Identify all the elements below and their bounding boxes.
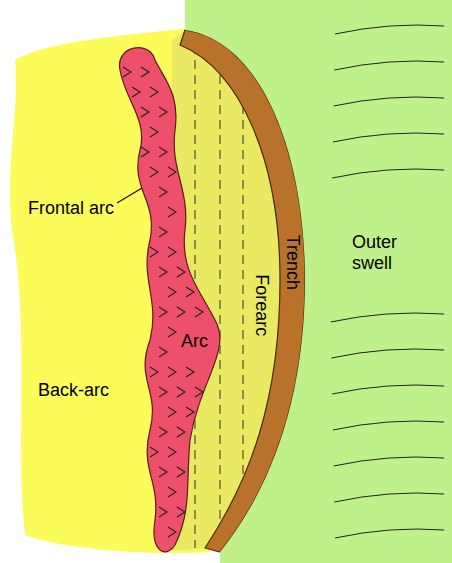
volcano-symbol <box>177 307 185 317</box>
volcano-symbol <box>186 287 194 297</box>
outer-swell-region: Outer swell <box>185 0 452 563</box>
region-label: Forearc <box>252 274 273 336</box>
volcano-symbol <box>186 367 194 377</box>
volcano-symbol <box>159 307 167 317</box>
volcano-symbol <box>132 87 140 97</box>
swell-line <box>332 169 444 178</box>
swell-line <box>333 421 444 430</box>
volcano-symbol <box>168 167 176 177</box>
volcanic-arc: Arc <box>110 35 235 560</box>
swell-line <box>335 25 444 34</box>
volcanic-arc-shape <box>110 35 235 560</box>
volcano-symbol <box>177 507 185 517</box>
region-label: Back-arc <box>38 380 109 401</box>
region-label: Trench <box>283 234 304 289</box>
volcano-symbol <box>168 247 176 257</box>
volcano-symbol <box>168 407 176 417</box>
swell-line <box>334 97 444 106</box>
volcano-symbol <box>168 327 176 337</box>
region-label: Outer swell <box>352 232 414 273</box>
volcano-symbol <box>150 87 158 97</box>
volcano-symbol <box>177 267 185 277</box>
volcano-symbol <box>159 507 167 517</box>
volcano-symbol <box>159 347 167 357</box>
outer-swell-region-outline <box>185 0 452 563</box>
volcano-symbol <box>141 147 149 157</box>
swell-line <box>331 349 444 358</box>
volcano-symbol <box>150 127 158 137</box>
volcano-symbol <box>186 407 194 417</box>
volcano-symbol <box>168 447 176 457</box>
swell-line <box>333 133 444 142</box>
volcano-symbol <box>159 427 167 437</box>
volcano-symbol <box>177 387 185 397</box>
volcano-symbol <box>159 147 167 157</box>
outer-swell-region-shape <box>185 0 452 563</box>
volcano-symbol <box>150 367 158 377</box>
dashed-line <box>243 45 244 548</box>
swell-line <box>335 529 444 538</box>
volcano-symbol <box>159 387 167 397</box>
volcano-symbol <box>150 447 158 457</box>
volcanic-arc-outline <box>120 48 220 552</box>
volcano-symbol <box>141 107 149 117</box>
volcano-symbol <box>159 267 167 277</box>
region-label: Arc <box>181 331 208 352</box>
volcano-symbol <box>168 527 176 537</box>
swell-line <box>332 385 444 394</box>
volcano-symbol <box>168 487 176 497</box>
volcano-symbol <box>159 227 167 237</box>
volcano-symbol <box>168 287 176 297</box>
volcano-symbol <box>195 387 203 397</box>
swell-line <box>331 313 444 322</box>
volcano-symbol <box>159 187 167 197</box>
volcano-symbol <box>168 367 176 377</box>
callout-label: Frontal arc <box>28 198 114 219</box>
volcano-symbol <box>159 107 167 117</box>
volcano-symbol <box>150 247 158 257</box>
volcano-symbol <box>177 467 185 477</box>
volcano-symbol <box>159 467 167 477</box>
dashed-line <box>220 45 221 548</box>
swell-line <box>334 457 444 466</box>
swell-line <box>334 61 444 70</box>
swell-line <box>334 493 444 502</box>
leader-line <box>117 188 142 203</box>
volcano-symbol <box>150 167 158 177</box>
volcano-symbol <box>177 427 185 437</box>
volcano-symbol <box>195 307 203 317</box>
volcano-symbol <box>168 207 176 217</box>
volcano-symbol <box>141 67 149 77</box>
volcano-symbol <box>123 67 131 77</box>
